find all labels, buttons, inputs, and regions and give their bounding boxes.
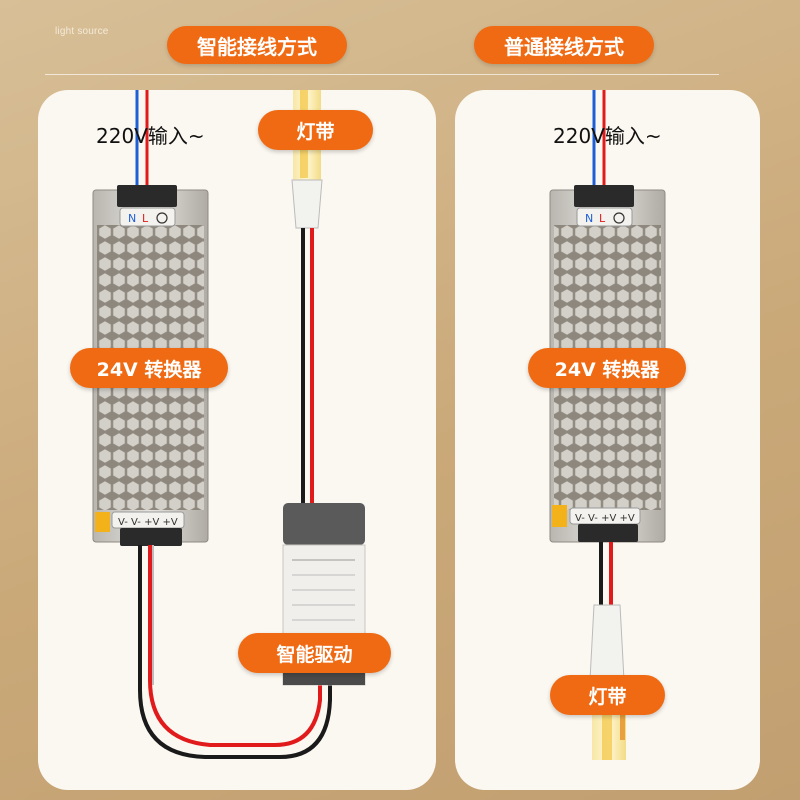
header-smart-wiring: 智能接线方式 bbox=[167, 26, 347, 64]
left-strip-tag: 灯带 bbox=[258, 110, 373, 150]
right-strip-tag: 灯带 bbox=[550, 675, 665, 715]
right-input-label: 220V输入~ bbox=[553, 124, 662, 148]
right-input-wires bbox=[592, 90, 606, 196]
svg-text:N: N bbox=[128, 212, 136, 225]
svg-text:V- V- +V +V: V- V- +V +V bbox=[118, 517, 178, 528]
svg-text:L: L bbox=[599, 212, 606, 225]
left-driver-tag: 智能驱动 bbox=[238, 633, 391, 673]
svg-text:N: N bbox=[585, 212, 593, 225]
left-converter-tag: 24V 转换器 bbox=[70, 348, 228, 388]
header-normal-wiring: 普通接线方式 bbox=[474, 26, 654, 64]
svg-text:V- V- +V +V: V- V- +V +V bbox=[575, 513, 635, 524]
brand-logo-text: light source bbox=[55, 26, 109, 37]
left-input-label: 220V输入~ bbox=[96, 124, 205, 148]
left-input-wires bbox=[135, 90, 149, 196]
left-led-strip bbox=[291, 90, 323, 505]
right-converter-tag: 24V 转换器 bbox=[528, 348, 686, 388]
right-output-wires bbox=[599, 542, 613, 605]
left-output-wires bbox=[138, 545, 332, 759]
header-divider bbox=[45, 74, 719, 75]
svg-text:L: L bbox=[142, 212, 149, 225]
